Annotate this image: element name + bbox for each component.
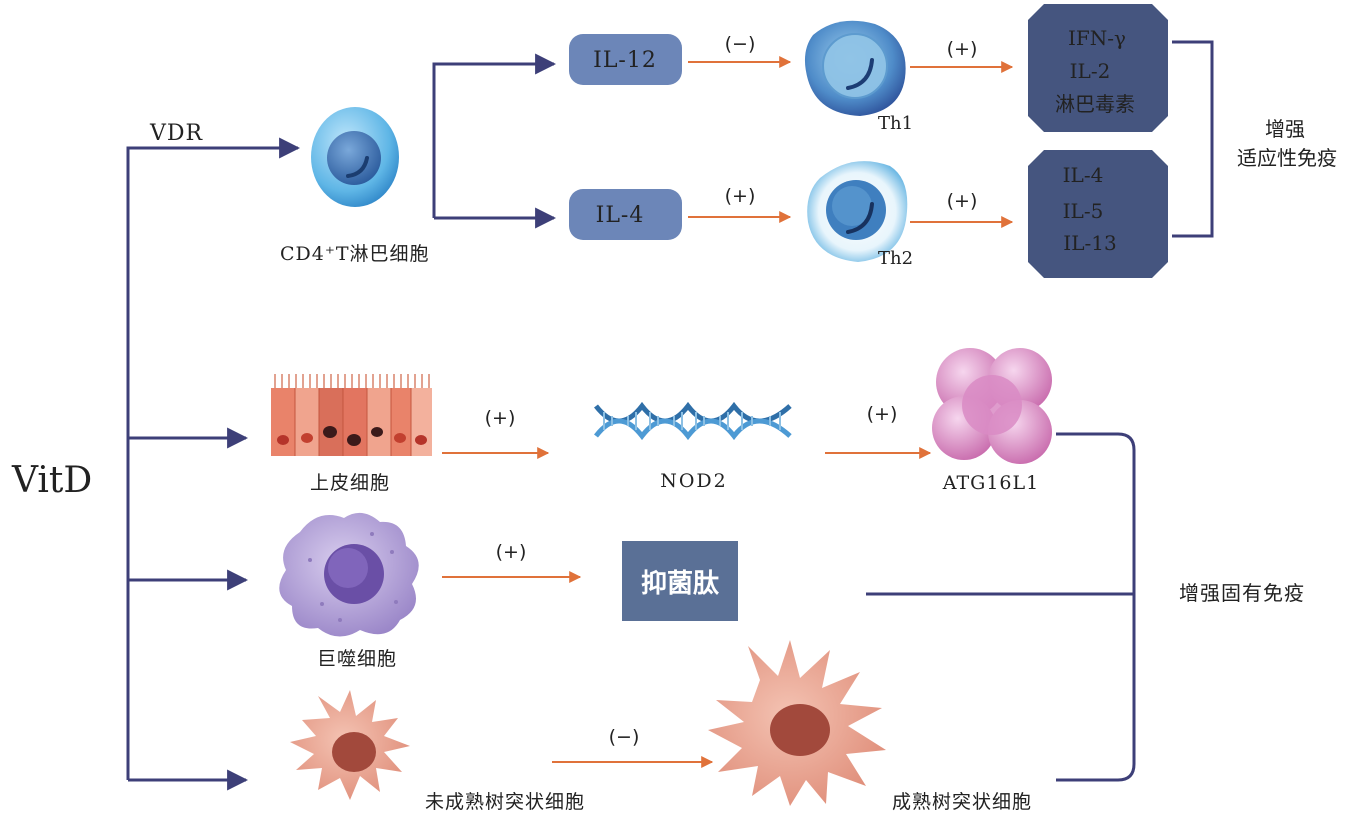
th1-label: Th1	[878, 113, 913, 134]
orange-arrows-top	[688, 56, 1014, 228]
cd4-branch	[432, 53, 557, 229]
th2-products-box: IL-4 IL-5 IL-13	[1028, 150, 1168, 278]
th1-product-1: IFN-γ	[1068, 26, 1126, 50]
mature-dc-label: 成熟树突状细胞	[892, 791, 1032, 813]
vdr-label: VDR	[149, 121, 204, 146]
nod2-dna	[594, 401, 792, 441]
adaptive-bracket	[1172, 40, 1214, 238]
th2-label: Th2	[878, 248, 913, 269]
il12-sign: (−)	[725, 33, 756, 55]
atg16l1-label: ATG16L1	[942, 472, 1039, 494]
innate-bracket	[866, 432, 1136, 782]
th2-product-2: IL-5	[1063, 199, 1104, 223]
th1-cell	[804, 20, 906, 116]
macrophage-sign: (+)	[496, 541, 527, 563]
il4-label: IL-4	[596, 203, 645, 228]
th2-cell	[807, 161, 908, 262]
th1-products-box: IFN-γ IL-2 淋巴毒素	[1028, 4, 1168, 132]
immature-dc-cell	[290, 690, 410, 800]
amp-label: 抑菌肽	[641, 569, 720, 599]
amp-box: 抑菌肽	[622, 541, 738, 621]
th1-product-3: 淋巴毒素	[1055, 92, 1135, 116]
il12-node: IL-12	[569, 34, 682, 85]
innate-outcome-label: 增强固有免疫	[1179, 581, 1305, 605]
mature-dc-cell	[708, 640, 886, 806]
orange-arrows-innate	[442, 447, 932, 768]
macrophage-cell	[279, 512, 419, 637]
cd4-t-cell	[311, 107, 399, 207]
epithelial-sign: (+)	[485, 407, 516, 429]
immature-dc-label: 未成熟树突状细胞	[425, 791, 585, 813]
th1-product-2: IL-2	[1070, 59, 1111, 83]
epithelial-label: 上皮细胞	[310, 472, 390, 494]
adaptive-outcome-line1: 增强	[1265, 117, 1305, 141]
th2-product-3: IL-13	[1063, 231, 1116, 255]
th1-sign: (+)	[947, 38, 978, 60]
atg16l1-cluster	[932, 348, 1052, 464]
il4-node: IL-4	[569, 189, 682, 240]
adaptive-outcome-line2: 适应性免疫	[1237, 146, 1337, 170]
th2-sign: (+)	[947, 190, 978, 212]
macrophage-label: 巨噬细胞	[317, 648, 397, 670]
il4-sign: (+)	[725, 185, 756, 207]
th2-product-1: IL-4	[1063, 163, 1104, 187]
cd4-label: CD4⁺T淋巴细胞	[280, 243, 430, 265]
il12-label: IL-12	[593, 48, 657, 73]
epithelial-cells	[271, 374, 432, 456]
dc-sign: (−)	[609, 726, 640, 748]
vitd-trunk	[126, 137, 301, 791]
vitd-label: VitD	[11, 460, 92, 501]
nod2-sign: (+)	[867, 403, 898, 425]
nod2-label: NOD2	[660, 470, 728, 492]
